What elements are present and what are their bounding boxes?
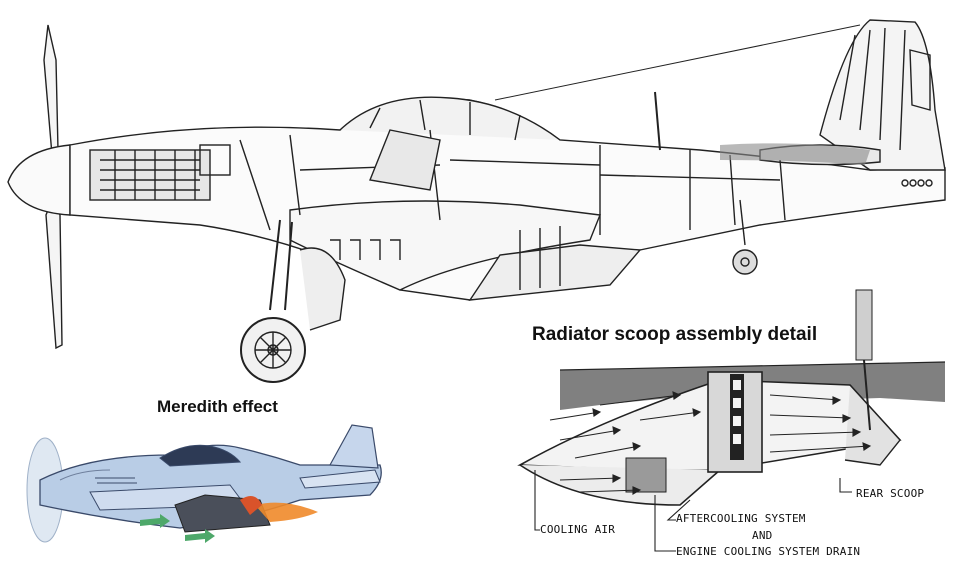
cooling-air-label: COOLING AIR: [540, 523, 616, 536]
and-label: AND: [752, 529, 773, 542]
engine-cooling-drain-label: ENGINE COOLING SYSTEM DRAIN: [676, 545, 861, 558]
aftercooling-system-label: AFTERCOOLING SYSTEM: [676, 512, 806, 525]
radiator-detail-title: Radiator scoop assembly detail: [532, 324, 818, 345]
meredith-effect-title: Meredith effect: [157, 397, 278, 416]
rear-scoop-label: REAR SCOOP: [856, 487, 925, 500]
